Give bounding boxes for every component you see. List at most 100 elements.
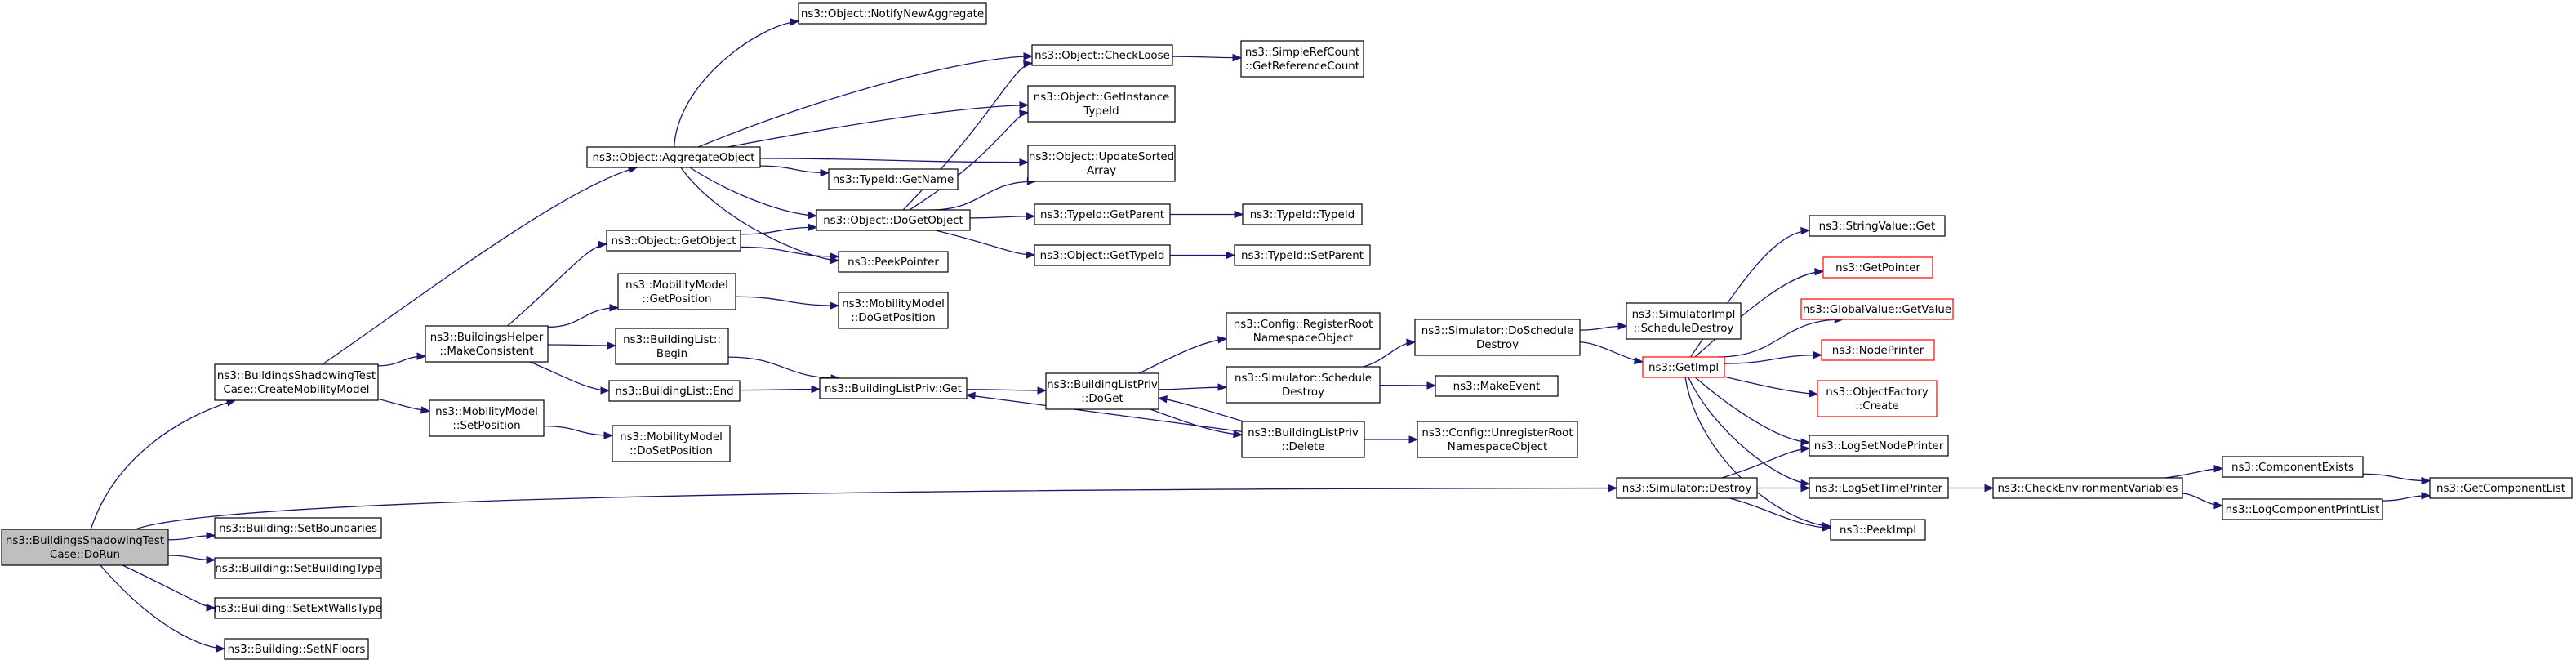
node-mmdogetpos[interactable]: ns3::MobilityModel::DoGetPosition bbox=[838, 292, 949, 329]
node-setnfl[interactable]: ns3::Building::SetNFloors bbox=[224, 638, 369, 660]
node-peekimpl[interactable]: ns3::PeekImpl bbox=[1830, 519, 1926, 541]
node-box bbox=[617, 273, 736, 310]
node-setewt[interactable]: ns3::Building::SetExtWallsType bbox=[214, 597, 382, 619]
node-simdestroy[interactable]: ns3::Simulator::Destroy bbox=[1616, 477, 1758, 499]
call-edge bbox=[2362, 473, 2431, 485]
node-typename[interactable]: ns3::TypeId::GetName bbox=[828, 168, 959, 190]
call-edge bbox=[1170, 251, 1236, 260]
node-getparent[interactable]: ns3::TypeId::GetParent bbox=[1034, 203, 1171, 225]
call-edge bbox=[1694, 377, 1811, 446]
node-createmob[interactable]: ns3::BuildingsShadowingTestCase::CreateM… bbox=[214, 363, 379, 401]
node-compexists[interactable]: ns3::ComponentExists bbox=[2222, 456, 2364, 478]
edge-line bbox=[1694, 377, 1810, 444]
node-box bbox=[1642, 356, 1725, 378]
edge-line bbox=[966, 394, 1243, 433]
node-getcomplist[interactable]: ns3::GetComponentList bbox=[2429, 477, 2573, 499]
node-lognode[interactable]: ns3::LogSetNodePrinter bbox=[1809, 435, 1949, 457]
call-edge bbox=[966, 386, 1048, 395]
node-checkenv[interactable]: ns3::CheckEnvironmentVariables bbox=[1992, 477, 2183, 499]
arrowhead-icon bbox=[820, 168, 830, 177]
node-dogetobj[interactable]: ns3::Object::DoGetObject bbox=[816, 209, 971, 231]
node-peek[interactable]: ns3::PeekPointer bbox=[838, 251, 949, 273]
node-typeid[interactable]: ns3::TypeId::TypeId bbox=[1242, 203, 1363, 225]
edge-line bbox=[935, 230, 1035, 256]
arrowhead-icon bbox=[1233, 430, 1244, 439]
edge-line bbox=[100, 564, 225, 649]
node-box bbox=[214, 363, 379, 401]
arrowhead-icon bbox=[1813, 350, 1823, 359]
node-box bbox=[1809, 435, 1949, 457]
node-objgettid[interactable]: ns3::Object::GetTypeId bbox=[1034, 244, 1171, 266]
node-box bbox=[1034, 244, 1171, 266]
node-unregroot[interactable]: ns3::Config::UnregisterRootNamespaceObje… bbox=[1417, 421, 1578, 458]
node-blbegin[interactable]: ns3::BuildingList::Begin bbox=[615, 328, 729, 365]
call-edge bbox=[1724, 350, 1823, 364]
node-logtime[interactable]: ns3::LogSetTimePrinter bbox=[1809, 477, 1949, 499]
node-box bbox=[615, 328, 729, 365]
edge-line bbox=[543, 425, 613, 436]
node-box bbox=[612, 425, 731, 462]
edge-line bbox=[1694, 270, 1824, 358]
node-box bbox=[1240, 40, 1364, 78]
node-label: ns3::BuildingListPriv bbox=[1047, 379, 1158, 391]
node-refcount[interactable]: ns3::SimpleRefCount::GetReferenceCount bbox=[1240, 40, 1364, 78]
call-edge bbox=[1158, 383, 1228, 391]
call-edge bbox=[739, 385, 821, 394]
node-mmgetpos[interactable]: ns3::MobilityModel::GetPosition bbox=[617, 273, 736, 310]
node-setbtype[interactable]: ns3::Building::SetBuildingType bbox=[214, 557, 382, 579]
edge-line bbox=[697, 56, 1033, 148]
node-label: ns3::Object::CheckLoose bbox=[1034, 50, 1170, 62]
call-edge bbox=[167, 531, 216, 541]
node-label: ::Delete bbox=[1281, 441, 1324, 453]
node-getpointer[interactable]: ns3::GetPointer bbox=[1822, 256, 1933, 279]
node-nodeprinter[interactable]: ns3::NodePrinter bbox=[1821, 339, 1935, 361]
node-simimplschd[interactable]: ns3::SimulatorImpl::ScheduleDestroy bbox=[1626, 302, 1742, 340]
node-label: ns3::LogSetNodePrinter bbox=[1814, 440, 1944, 453]
node-simschd[interactable]: ns3::Simulator::ScheduleDestroy bbox=[1226, 366, 1381, 404]
node-label: ::GetReferenceCount bbox=[1245, 60, 1359, 73]
node-getimpl[interactable]: ns3::GetImpl bbox=[1642, 356, 1725, 378]
arrowhead-icon bbox=[2421, 492, 2431, 500]
node-label: ns3::TypeId::GetParent bbox=[1040, 209, 1164, 221]
node-blpdelete[interactable]: ns3::BuildingListPriv::Delete bbox=[1241, 421, 1365, 458]
node-setbound[interactable]: ns3::Building::SetBoundaries bbox=[214, 517, 382, 539]
node-strget[interactable]: ns3::StringValue::Get bbox=[1809, 215, 1946, 237]
node-box bbox=[1027, 85, 1176, 123]
node-label: ::Create bbox=[1855, 400, 1899, 413]
call-edge bbox=[547, 304, 620, 328]
node-setparent[interactable]: ns3::TypeId::SetParent bbox=[1234, 244, 1371, 266]
call-edge bbox=[167, 555, 216, 564]
node-label: ns3::Object::GetObject bbox=[611, 235, 736, 248]
node-notify[interactable]: ns3::Object::NotifyNewAggregate bbox=[798, 2, 987, 25]
node-blend[interactable]: ns3::BuildingList::End bbox=[608, 380, 741, 402]
call-edge bbox=[2164, 464, 2224, 479]
node-blpget[interactable]: ns3::BuildingListPriv::Get bbox=[819, 377, 968, 399]
node-aggobj[interactable]: ns3::Object::AggregateObject bbox=[586, 146, 761, 168]
node-checkloose[interactable]: ns3::Object::CheckLoose bbox=[1031, 44, 1173, 66]
node-mmdosetpos[interactable]: ns3::MobilityModel::DoSetPosition bbox=[612, 425, 731, 462]
edge-line bbox=[2362, 473, 2431, 482]
node-logcomplist[interactable]: ns3::LogComponentPrintList bbox=[2222, 498, 2383, 520]
arrowhead-icon bbox=[1809, 390, 1819, 398]
call-edge bbox=[1947, 484, 1995, 493]
arrowhead-icon bbox=[965, 391, 976, 400]
node-gvget[interactable]: ns3::GlobalValue::GetValue bbox=[1800, 298, 1954, 320]
arrowhead-icon bbox=[1019, 109, 1030, 118]
arrowhead-icon bbox=[1157, 395, 1168, 404]
edge-line bbox=[90, 399, 236, 530]
edge-line bbox=[759, 158, 1029, 163]
node-objfactory[interactable]: ns3::ObjectFactory::Create bbox=[1817, 380, 1938, 417]
node-getobj[interactable]: ns3::Object::GetObject bbox=[606, 230, 741, 252]
node-makecons[interactable]: ns3::BuildingsHelper::MakeConsistent bbox=[425, 325, 549, 363]
edge-line bbox=[322, 167, 638, 365]
node-blpdoget[interactable]: ns3::BuildingListPriv::DoGet bbox=[1045, 372, 1159, 410]
node-makeevent[interactable]: ns3::MakeEvent bbox=[1435, 375, 1559, 397]
node-mmsetpos[interactable]: ns3::MobilityModel::SetPosition bbox=[429, 399, 545, 437]
node-label: ::MakeConsistent bbox=[439, 346, 533, 358]
node-label: ns3::BuildingsShadowingTest bbox=[6, 535, 164, 547]
node-label: ns3::NodePrinter bbox=[1832, 345, 1924, 357]
